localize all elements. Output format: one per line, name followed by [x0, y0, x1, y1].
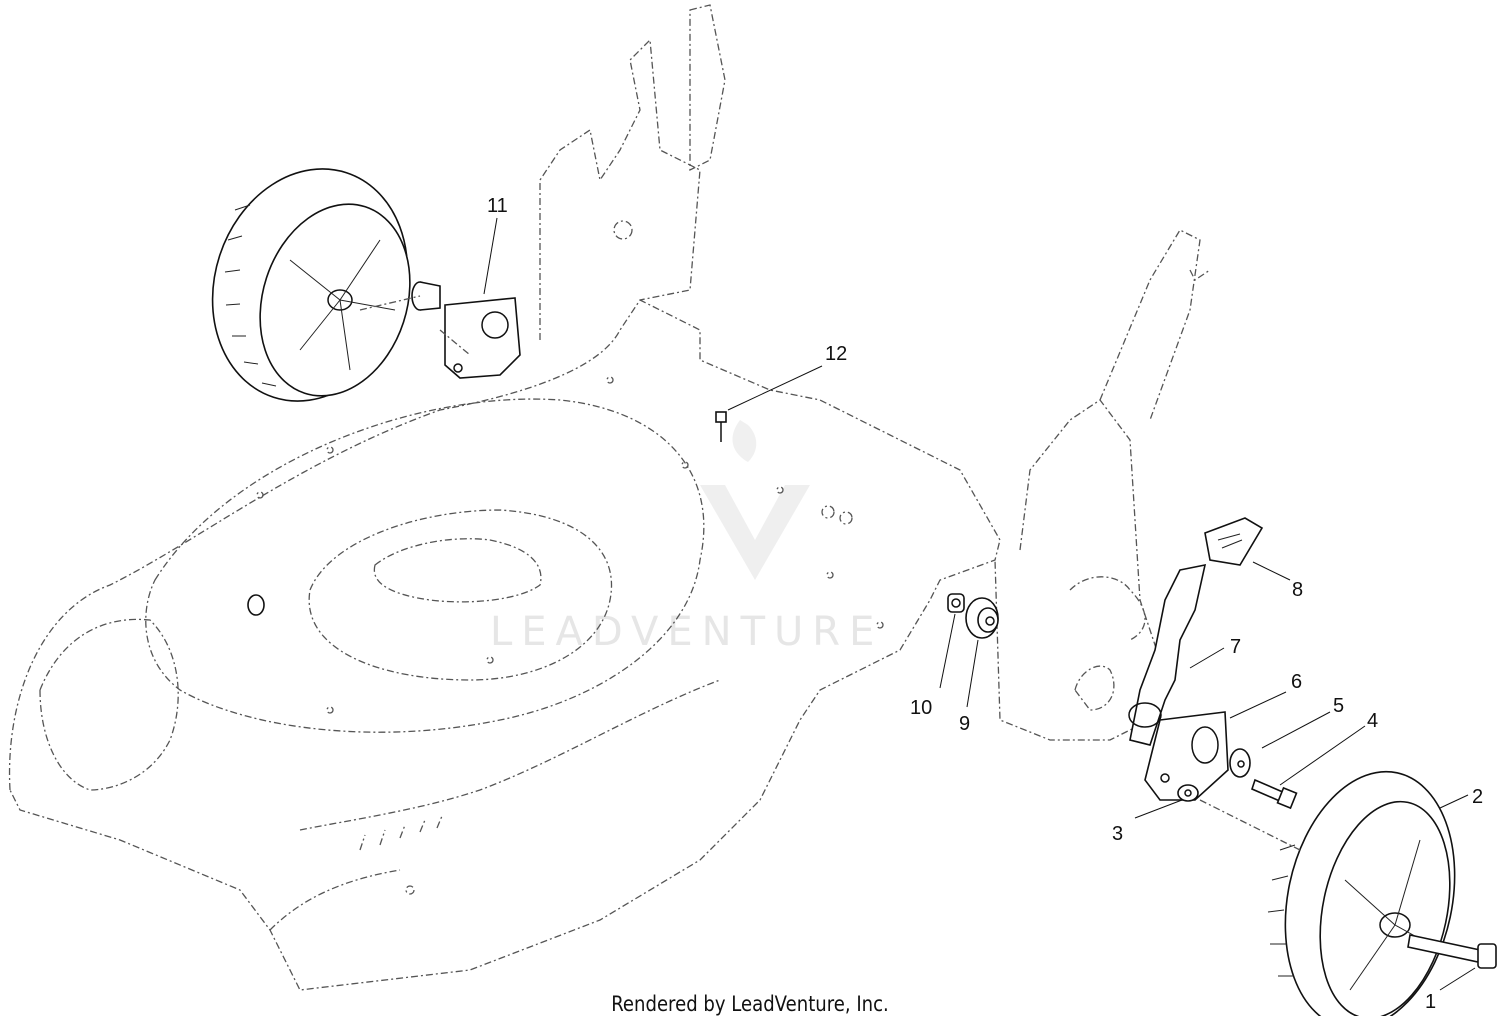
leadventure-watermark: LEADVENTURE: [490, 420, 883, 655]
part-10-nut-right: [947, 593, 965, 613]
callout-11: 11: [487, 195, 508, 217]
render-caption: Rendered by LeadVenture, Inc.: [611, 992, 889, 1016]
part-9-bushing: [965, 597, 999, 639]
part-12-bolt: [715, 411, 727, 442]
callout-8: 8: [1292, 579, 1303, 601]
left-wheel: [211, 168, 411, 402]
callout-leaders: [483, 217, 1476, 991]
part-5-washer: [1229, 748, 1251, 778]
part-3-washer: [1177, 784, 1199, 802]
mower-deck: [8, 4, 1211, 991]
callout-labels: 1 2 3 4 5 6 7 8 9 10 11 12: [487, 195, 1483, 1013]
callout-4: 4: [1367, 710, 1378, 732]
part-8-clip: [1204, 517, 1264, 566]
callout-1: 1: [1425, 991, 1436, 1013]
callout-5: 5: [1333, 695, 1344, 717]
callout-12: 12: [825, 343, 847, 365]
part-10-nut: [247, 594, 265, 616]
right-wheel: [1199, 770, 1456, 1016]
callout-2: 2: [1472, 786, 1483, 808]
part-4-bolt: [1251, 778, 1298, 810]
part-1-axle-bolt: [1407, 934, 1497, 969]
part-7-lever: [1128, 563, 1207, 746]
watermark-text: LEADVENTURE: [490, 609, 883, 655]
callout-9: 9: [959, 713, 970, 735]
callout-7: 7: [1230, 636, 1241, 658]
callout-6: 6: [1291, 671, 1302, 693]
part-11-bracket: [359, 281, 521, 379]
callout-10: 10: [910, 697, 932, 719]
callout-3: 3: [1112, 823, 1123, 845]
